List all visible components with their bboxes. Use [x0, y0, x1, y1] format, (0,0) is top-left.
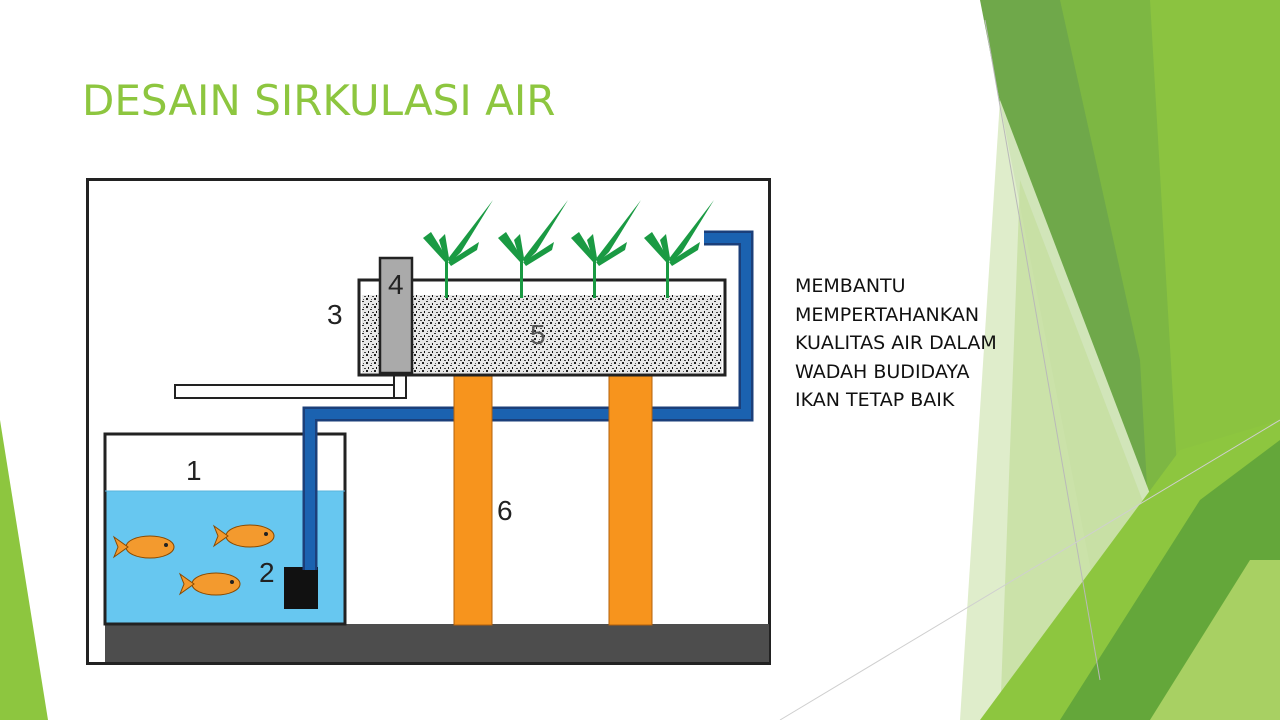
slide-title: DESAIN SIRKULASI AIR [82, 76, 556, 125]
label-support: 6 [497, 495, 513, 526]
label-media: 5 [530, 319, 546, 350]
support-leg-2 [608, 374, 653, 626]
fish-2-icon [212, 524, 275, 548]
fish-3-icon [178, 572, 241, 596]
description-line: MEMPERTAHANKAN [795, 303, 980, 326]
label-pump: 2 [259, 557, 275, 588]
fish-1-icon [112, 535, 175, 559]
water-circulation-diagram: 1 2 3 4 5 6 [86, 178, 771, 665]
label-grow-bed: 3 [327, 299, 343, 330]
description-line: MEMBANTU [795, 275, 906, 297]
plant-3-icon [571, 200, 641, 298]
description-text: MEMBANTU MEMPERTAHANKAN KUALITAS AIR DAL… [795, 272, 1035, 415]
plant-1-icon [423, 200, 493, 298]
support-leg-1 [453, 374, 493, 626]
description-line: WADAH BUDIDAYA [795, 360, 970, 383]
plant-2-icon [498, 200, 568, 298]
plant-4-icon [644, 200, 714, 298]
label-filter: 4 [388, 269, 404, 300]
pump-block [284, 567, 318, 609]
description-line: KUALITAS AIR DALAM [795, 332, 997, 354]
description-line: IKAN TETAP BAIK [795, 389, 955, 411]
base-platform [105, 624, 769, 662]
filter-column [378, 256, 414, 375]
grow-bed [357, 278, 727, 377]
label-fish-tank: 1 [186, 455, 202, 486]
